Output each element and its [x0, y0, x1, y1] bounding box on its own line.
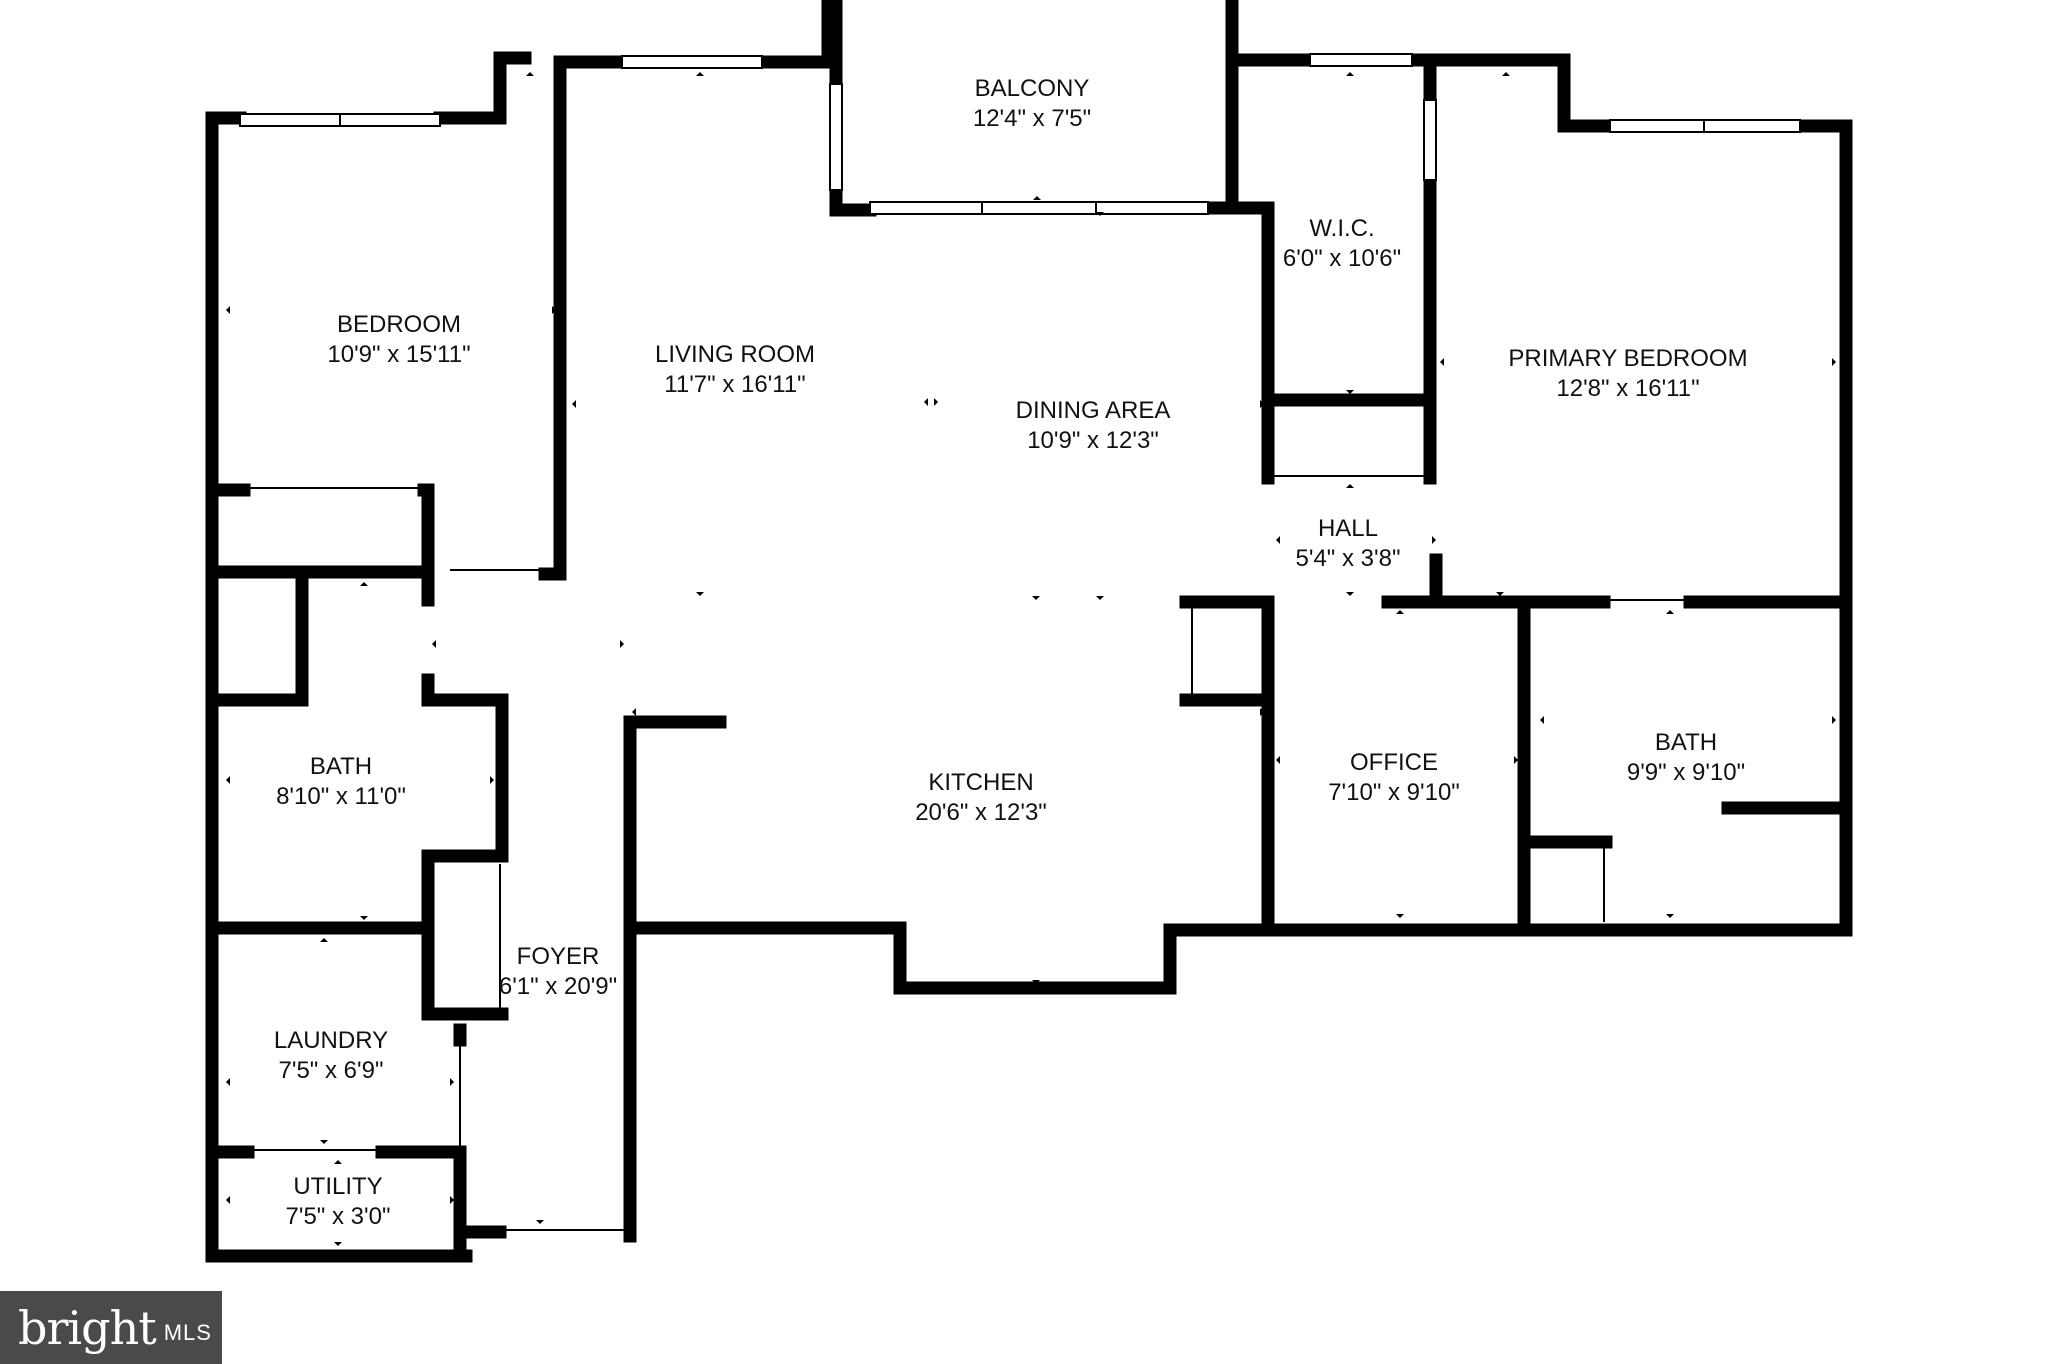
room-primary-bedroom: PRIMARY BEDROOM 12'8" x 16'11" — [1508, 345, 1747, 402]
wall-bedroom-west — [205, 111, 473, 1263]
room-laundry: LAUNDRY 7'5" x 6'9" — [274, 1027, 388, 1084]
wall-balcony-south-left — [829, 183, 877, 217]
room-laundry-name: LAUNDRY — [274, 1027, 388, 1054]
room-bedroom-name: BEDROOM — [337, 311, 461, 338]
room-utility-name: UTILITY — [293, 1173, 382, 1200]
window-living — [621, 55, 763, 69]
room-primary-bedroom-name: PRIMARY BEDROOM — [1508, 345, 1747, 372]
window-bedroom — [239, 113, 441, 127]
dimension-ticks — [226, 72, 1836, 1246]
room-living-room: LIVING ROOM 11'7" x 16'11" — [655, 341, 815, 398]
wall-wic-north2 — [1405, 53, 1617, 133]
room-balcony-dims: 12'4" x 7'5" — [973, 105, 1091, 132]
room-foyer-name: FOYER — [517, 943, 600, 970]
room-kitchen: KITCHEN 20'6" x 12'3" — [915, 769, 1047, 826]
watermark-brand: bright — [18, 1300, 157, 1355]
room-primary-bedroom-dims: 12'8" x 16'11" — [1556, 375, 1699, 402]
window-primary — [1609, 119, 1801, 133]
room-living-room-dims: 11'7" x 16'11" — [664, 371, 805, 398]
room-laundry-dims: 7'5" x 6'9" — [279, 1057, 384, 1084]
room-wic-dims: 6'0" x 10'6" — [1283, 245, 1401, 272]
walls — [205, 0, 1853, 1263]
wall-primary-north — [623, 119, 1853, 1243]
room-bath-left-dims: 8'10" x 11'0" — [276, 783, 406, 810]
room-living-room-name: LIVING ROOM — [655, 341, 815, 368]
room-bath-right-dims: 9'9" x 9'10" — [1627, 759, 1745, 786]
openings — [244, 475, 1690, 1231]
wall-bedroom-closet-e — [211, 483, 435, 579]
room-foyer: FOYER 6'1" x 20'9" — [499, 943, 617, 1000]
room-kitchen-dims: 20'6" x 12'3" — [915, 799, 1047, 826]
room-labels: BALCONY 12'4" x 7'5" BEDROOM 10'9" x 15'… — [274, 75, 1748, 1230]
wall-wic-west — [1225, 201, 1275, 485]
watermark-suffix: MLS — [163, 1319, 212, 1345]
room-hall-dims: 5'4" x 3'8" — [1296, 545, 1401, 572]
room-office-name: OFFICE — [1350, 749, 1438, 776]
room-dining-area-dims: 10'9" x 12'3" — [1027, 427, 1159, 454]
room-bedroom: BEDROOM 10'9" x 15'11" — [327, 311, 470, 368]
wall-living-north2 — [755, 0, 835, 69]
wall-living-west — [538, 55, 567, 581]
room-wic: W.I.C. 6'0" x 10'6" — [1283, 215, 1401, 272]
room-dining-area-name: DINING AREA — [1016, 397, 1171, 424]
wall-bath-left-east — [421, 673, 509, 1021]
room-office: OFFICE 7'10" x 9'10" — [1328, 749, 1460, 806]
room-utility: UTILITY 7'5" x 3'0" — [286, 1173, 391, 1230]
room-hall-name: HALL — [1318, 515, 1378, 542]
wall-kitchen-east — [1179, 595, 1275, 935]
bright-mls-watermark: bright MLS — [0, 1291, 222, 1364]
room-wic-name: W.I.C. — [1309, 215, 1374, 242]
room-office-dims: 7'10" x 9'10" — [1328, 779, 1460, 806]
wall-bedroom-north2 — [433, 51, 532, 125]
room-bath-left-name: BATH — [310, 753, 372, 780]
room-bath-right: BATH 9'9" x 9'10" — [1627, 729, 1745, 786]
wall-balcony-east — [1201, 0, 1239, 215]
wall-utility-north2 — [375, 1145, 467, 1257]
room-foyer-dims: 6'1" x 20'9" — [499, 973, 617, 1000]
room-bedroom-dims: 10'9" x 15'11" — [327, 341, 470, 368]
wall-bath-left-closet — [211, 571, 309, 707]
room-bath-left: BATH 8'10" x 11'0" — [276, 753, 406, 810]
window-dining — [869, 201, 1209, 215]
room-hall: HALL 5'4" x 3'8" — [1296, 515, 1401, 572]
room-kitchen-name: KITCHEN — [928, 769, 1033, 796]
room-balcony-name: BALCONY — [975, 75, 1090, 102]
window-balcony-west — [829, 83, 843, 191]
window-wic-east — [1423, 99, 1437, 181]
window-wic — [1309, 53, 1413, 67]
room-utility-dims: 7'5" x 3'0" — [286, 1203, 391, 1230]
room-balcony: BALCONY 12'4" x 7'5" — [973, 75, 1091, 132]
room-dining-area: DINING AREA 10'9" x 12'3" — [1016, 397, 1171, 454]
room-bath-right-name: BATH — [1655, 729, 1717, 756]
windows — [239, 53, 1801, 215]
